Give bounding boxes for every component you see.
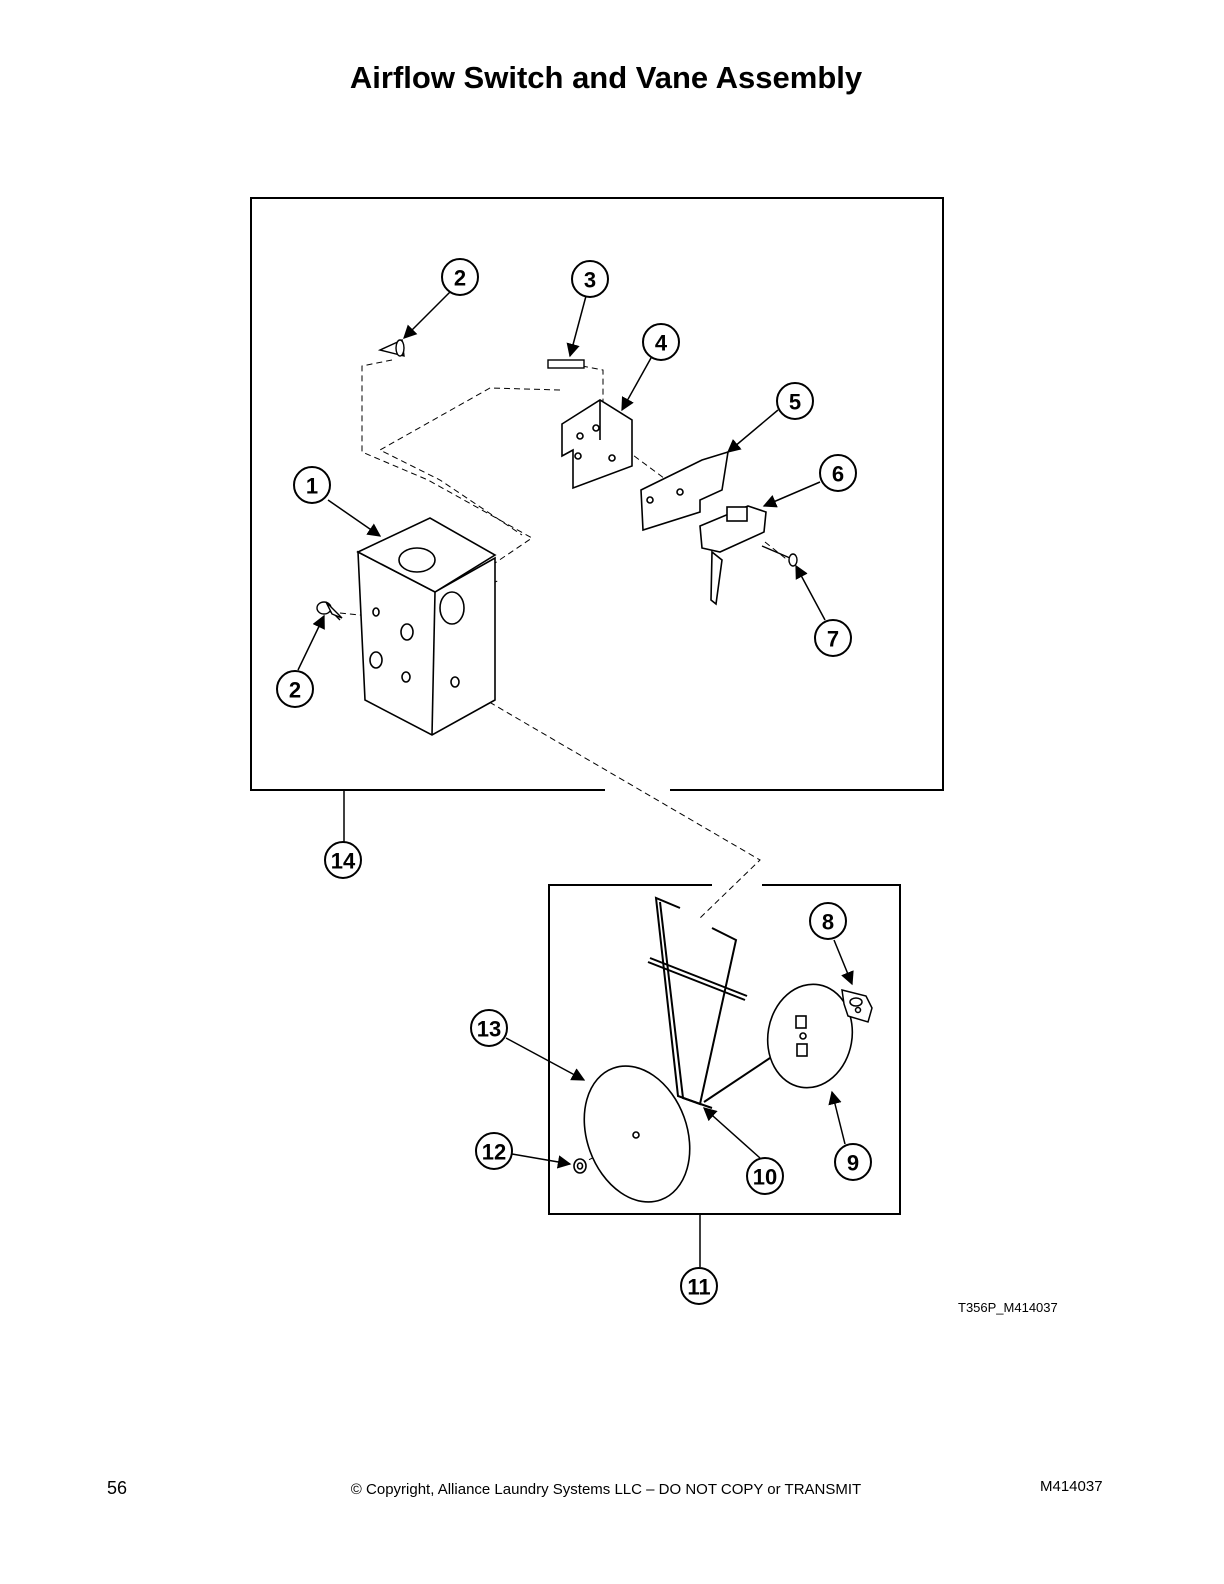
callout-10 <box>746 1157 784 1195</box>
screw <box>761 545 798 567</box>
callout-2-top <box>441 258 479 296</box>
micro-switch <box>699 505 767 606</box>
figure-code: T356P_M414037 <box>958 1300 1058 1315</box>
document-number: M414037 <box>1040 1478 1103 1495</box>
callout-label: 3 <box>584 268 596 293</box>
callout-label: 12 <box>482 1140 506 1165</box>
callout-6 <box>819 454 857 492</box>
callout-2-bottom <box>276 670 314 708</box>
callout-label: 8 <box>822 910 834 935</box>
actuator-plate <box>640 450 729 532</box>
rivet-fastener <box>316 338 405 621</box>
callout-label: 13 <box>477 1017 501 1042</box>
washer <box>573 1158 587 1174</box>
vane-disc-small <box>766 983 854 1089</box>
callout-label: 2 <box>454 266 466 291</box>
copyright-notice: © Copyright, Alliance Laundry Systems LL… <box>350 1481 862 1498</box>
callout-4 <box>642 323 680 361</box>
callout-label: 6 <box>832 462 844 487</box>
upper-assembly-frame <box>250 197 944 791</box>
callout-label: 9 <box>847 1151 859 1176</box>
callout-8 <box>809 902 847 940</box>
callout-leaders <box>297 291 854 1169</box>
clip <box>841 989 873 1023</box>
lower-assembly-frame <box>548 884 901 1215</box>
callout-7 <box>814 619 852 657</box>
callout-13 <box>470 1009 508 1047</box>
callout-3 <box>571 260 609 298</box>
callout-5 <box>776 382 814 420</box>
callout-1 <box>293 466 331 504</box>
callout-label: 14 <box>331 849 356 874</box>
callout-label: 7 <box>827 627 839 652</box>
callout-label: 10 <box>753 1165 777 1190</box>
callout-12 <box>475 1132 513 1170</box>
callout-9 <box>834 1143 872 1181</box>
callout-label: 5 <box>789 390 801 415</box>
callout-14 <box>324 841 362 879</box>
switch-housing-box <box>356 517 497 736</box>
page-number: 56 <box>107 1478 128 1498</box>
vane-disc-large <box>583 1065 691 1203</box>
switch-bracket <box>561 399 633 490</box>
small-plate <box>547 359 585 369</box>
callout-label: 4 <box>655 331 668 356</box>
callout-label: 2 <box>289 678 301 703</box>
callout-label: 11 <box>687 1275 710 1300</box>
page-title: Airflow Switch and Vane Assembly <box>349 60 863 95</box>
callout-label: 1 <box>306 474 318 499</box>
callout-11 <box>680 1267 718 1305</box>
vane-wire <box>647 896 771 1109</box>
